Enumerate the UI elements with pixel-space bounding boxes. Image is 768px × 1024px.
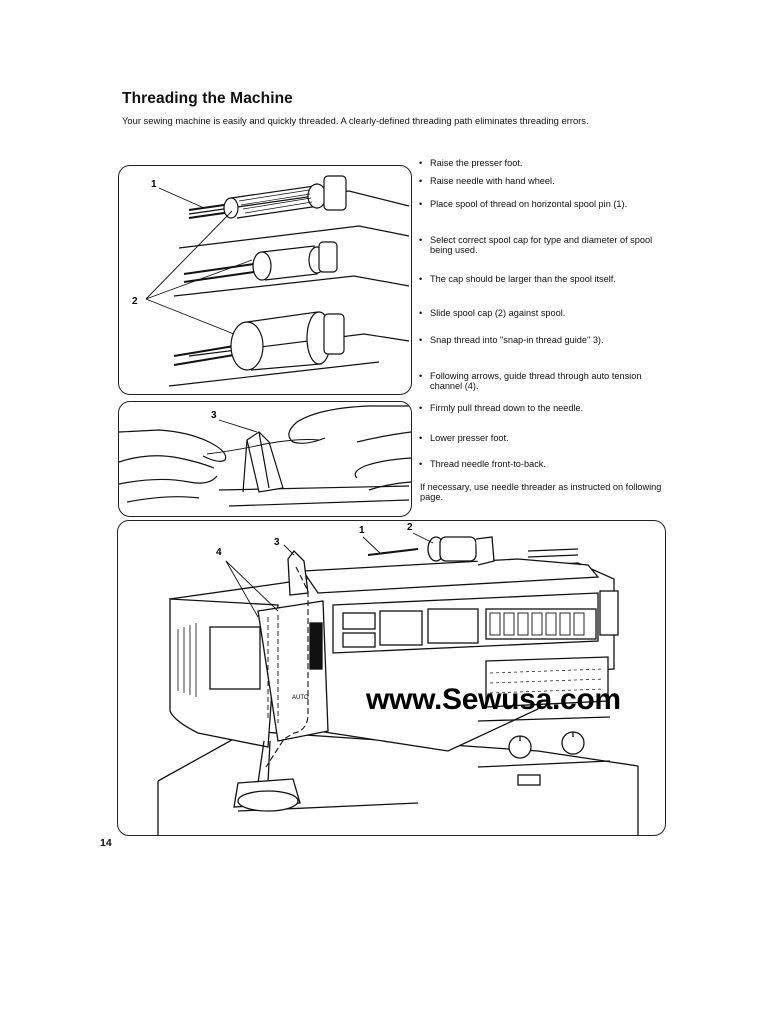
machine-label-4: 4 [216, 547, 222, 558]
step-item: Raise needle with hand wheel. [418, 176, 676, 187]
spool-illustration: 1 2 [132, 175, 410, 387]
machine-illustration: 1 2 3 4 AUTO [157, 522, 639, 835]
step-item: Thread needle front-to-back. [418, 459, 676, 470]
thread-guide-illustration: 3 [119, 405, 411, 507]
step-item: Following arrows, guide thread through a… [418, 371, 676, 392]
step-item: The cap should be larger than the spool … [418, 274, 676, 285]
step-item: Place spool of thread on horizontal spoo… [418, 199, 676, 210]
spool-figure: 1 2 [118, 165, 412, 395]
threader-note: If necessary, use needle threader as ins… [420, 482, 662, 503]
step-item: Slide spool cap (2) against spool. [418, 308, 676, 319]
page-title: Threading the Machine [122, 90, 293, 107]
spool-label-1: 1 [151, 179, 157, 190]
step-item: Firmly pull thread down to the needle. [418, 403, 676, 414]
step-item: Raise the presser foot. [418, 158, 676, 169]
watermark: www.Sewusa.com [366, 683, 621, 716]
machine-label-2: 2 [407, 522, 413, 533]
step-item: Select correct spool cap for type and di… [418, 235, 676, 256]
thread-guide-figure: 3 [118, 401, 412, 517]
machine-figure: 1 2 3 4 AUTO [117, 520, 666, 836]
guide-label-3: 3 [211, 410, 217, 421]
step-item: Snap thread into "snap-in thread guide" … [418, 335, 676, 346]
spool-label-2: 2 [132, 296, 138, 307]
step-item: Lower presser foot. [418, 433, 676, 444]
page-number: 14 [100, 837, 112, 849]
machine-label-1: 1 [359, 525, 365, 536]
intro-paragraph: Your sewing machine is easily and quickl… [122, 115, 589, 126]
auto-tension-label: AUTO [292, 695, 309, 701]
machine-label-3: 3 [274, 537, 280, 548]
